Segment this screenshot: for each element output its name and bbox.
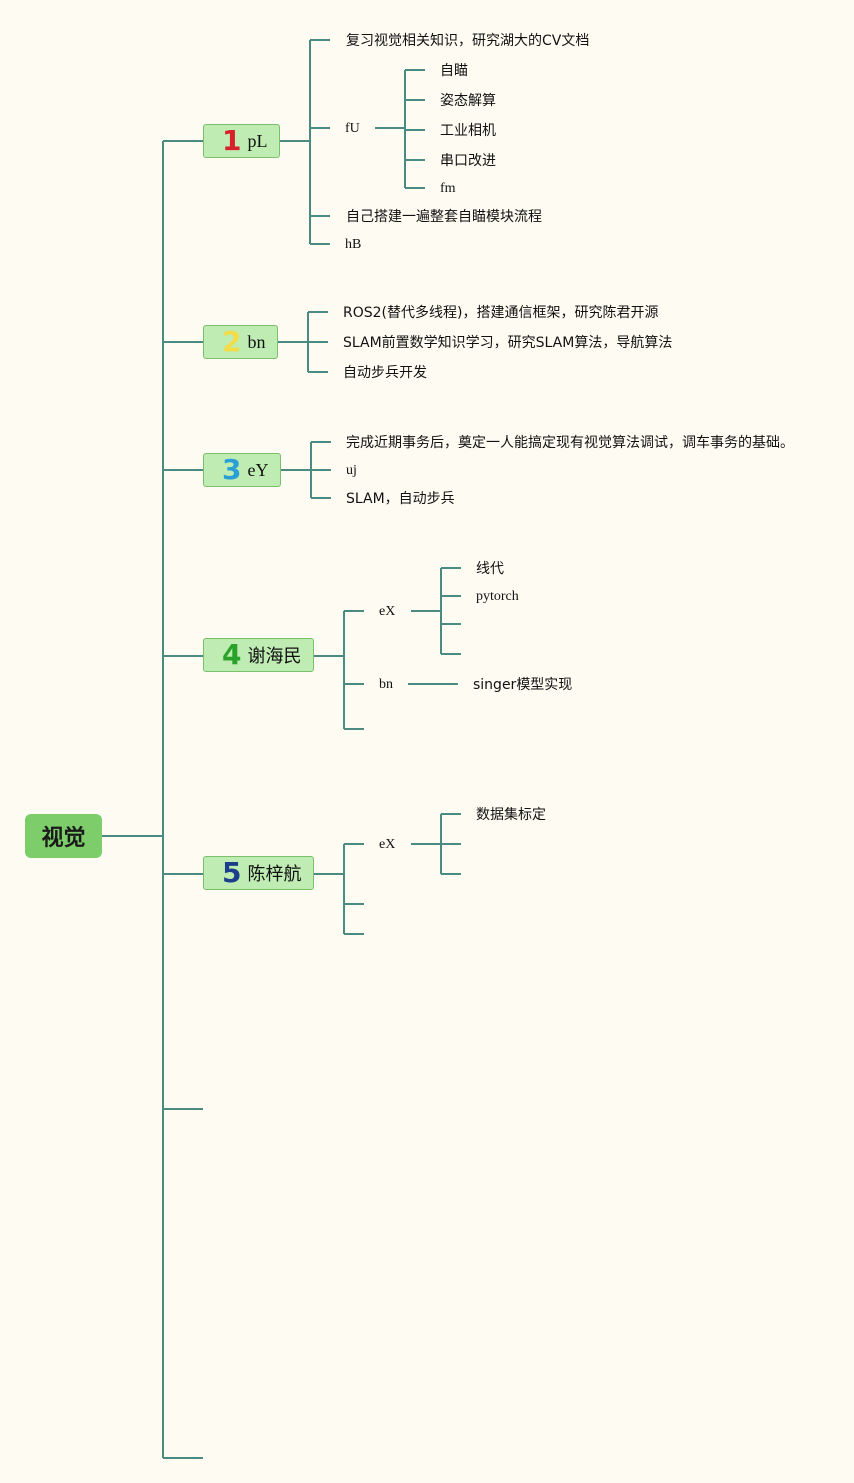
subtopic-fu-item-3[interactable]: 工业相机: [440, 123, 496, 139]
number-2-badge: 2: [222, 325, 242, 358]
topic-4-ex-item-1[interactable]: 线代: [476, 561, 504, 577]
topic-5[interactable]: 5 陈梓航: [203, 856, 314, 890]
topic-2-item-3[interactable]: 自动步兵开发: [343, 365, 427, 381]
topic-1-item-2[interactable]: fU: [345, 121, 360, 136]
topic-4-item-ex[interactable]: eX: [379, 604, 396, 619]
topic-5-ex-item-1[interactable]: 数据集标定: [476, 807, 546, 823]
topic-5-label: 陈梓航: [247, 864, 302, 885]
topic-1-item-4[interactable]: hB: [345, 237, 362, 252]
topic-3-item-3[interactable]: SLAM，自动步兵: [346, 491, 455, 507]
subtopic-fu-item-4[interactable]: 串口改进: [440, 153, 496, 169]
topic-1-item-3[interactable]: 自己搭建一遍整套自瞄模块流程: [346, 209, 542, 225]
topic-4-bn-item-1[interactable]: singer模型实现: [473, 677, 573, 693]
topic-4[interactable]: 4 谢海民: [203, 638, 314, 672]
number-5-badge: 5: [222, 856, 242, 889]
topic-3-item-1[interactable]: 完成近期事务后，奠定一人能搞定现有视觉算法调试，调车事务的基础。: [346, 435, 794, 451]
topic-4-label: 谢海民: [247, 646, 302, 667]
topic-5-item-ex[interactable]: eX: [379, 837, 396, 852]
topic-3-item-2[interactable]: uj: [346, 463, 357, 478]
topic-4-item-bn[interactable]: bn: [379, 677, 393, 692]
number-4-badge: 4: [222, 638, 242, 671]
topic-1[interactable]: 1 pL: [203, 124, 280, 158]
topic-1-item-1[interactable]: 复习视觉相关知识，研究湖大的CV文档: [346, 33, 590, 49]
subtopic-fu-item-5[interactable]: fm: [440, 181, 456, 196]
topic-2-item-2[interactable]: SLAM前置数学知识学习，研究SLAM算法，导航算法: [343, 335, 673, 351]
topic-2-item-1[interactable]: ROS2(替代多线程)，搭建通信框架，研究陈君开源: [343, 305, 659, 321]
topic-2-label: bn: [247, 331, 266, 352]
topic-2[interactable]: 2 bn: [203, 325, 278, 359]
topic-1-label: pL: [247, 130, 268, 151]
number-3-badge: 3: [222, 453, 242, 486]
topic-3-label: eY: [247, 459, 269, 480]
subtopic-fu-item-1[interactable]: 自瞄: [440, 63, 468, 79]
topic-4-ex-item-2[interactable]: pytorch: [476, 589, 519, 604]
root-topic-label: 视觉: [41, 826, 86, 851]
number-1-badge: 1: [222, 124, 242, 157]
topic-3[interactable]: 3 eY: [203, 453, 281, 487]
subtopic-fu-item-2[interactable]: 姿态解算: [440, 93, 496, 109]
root-topic[interactable]: 视觉: [25, 814, 102, 858]
